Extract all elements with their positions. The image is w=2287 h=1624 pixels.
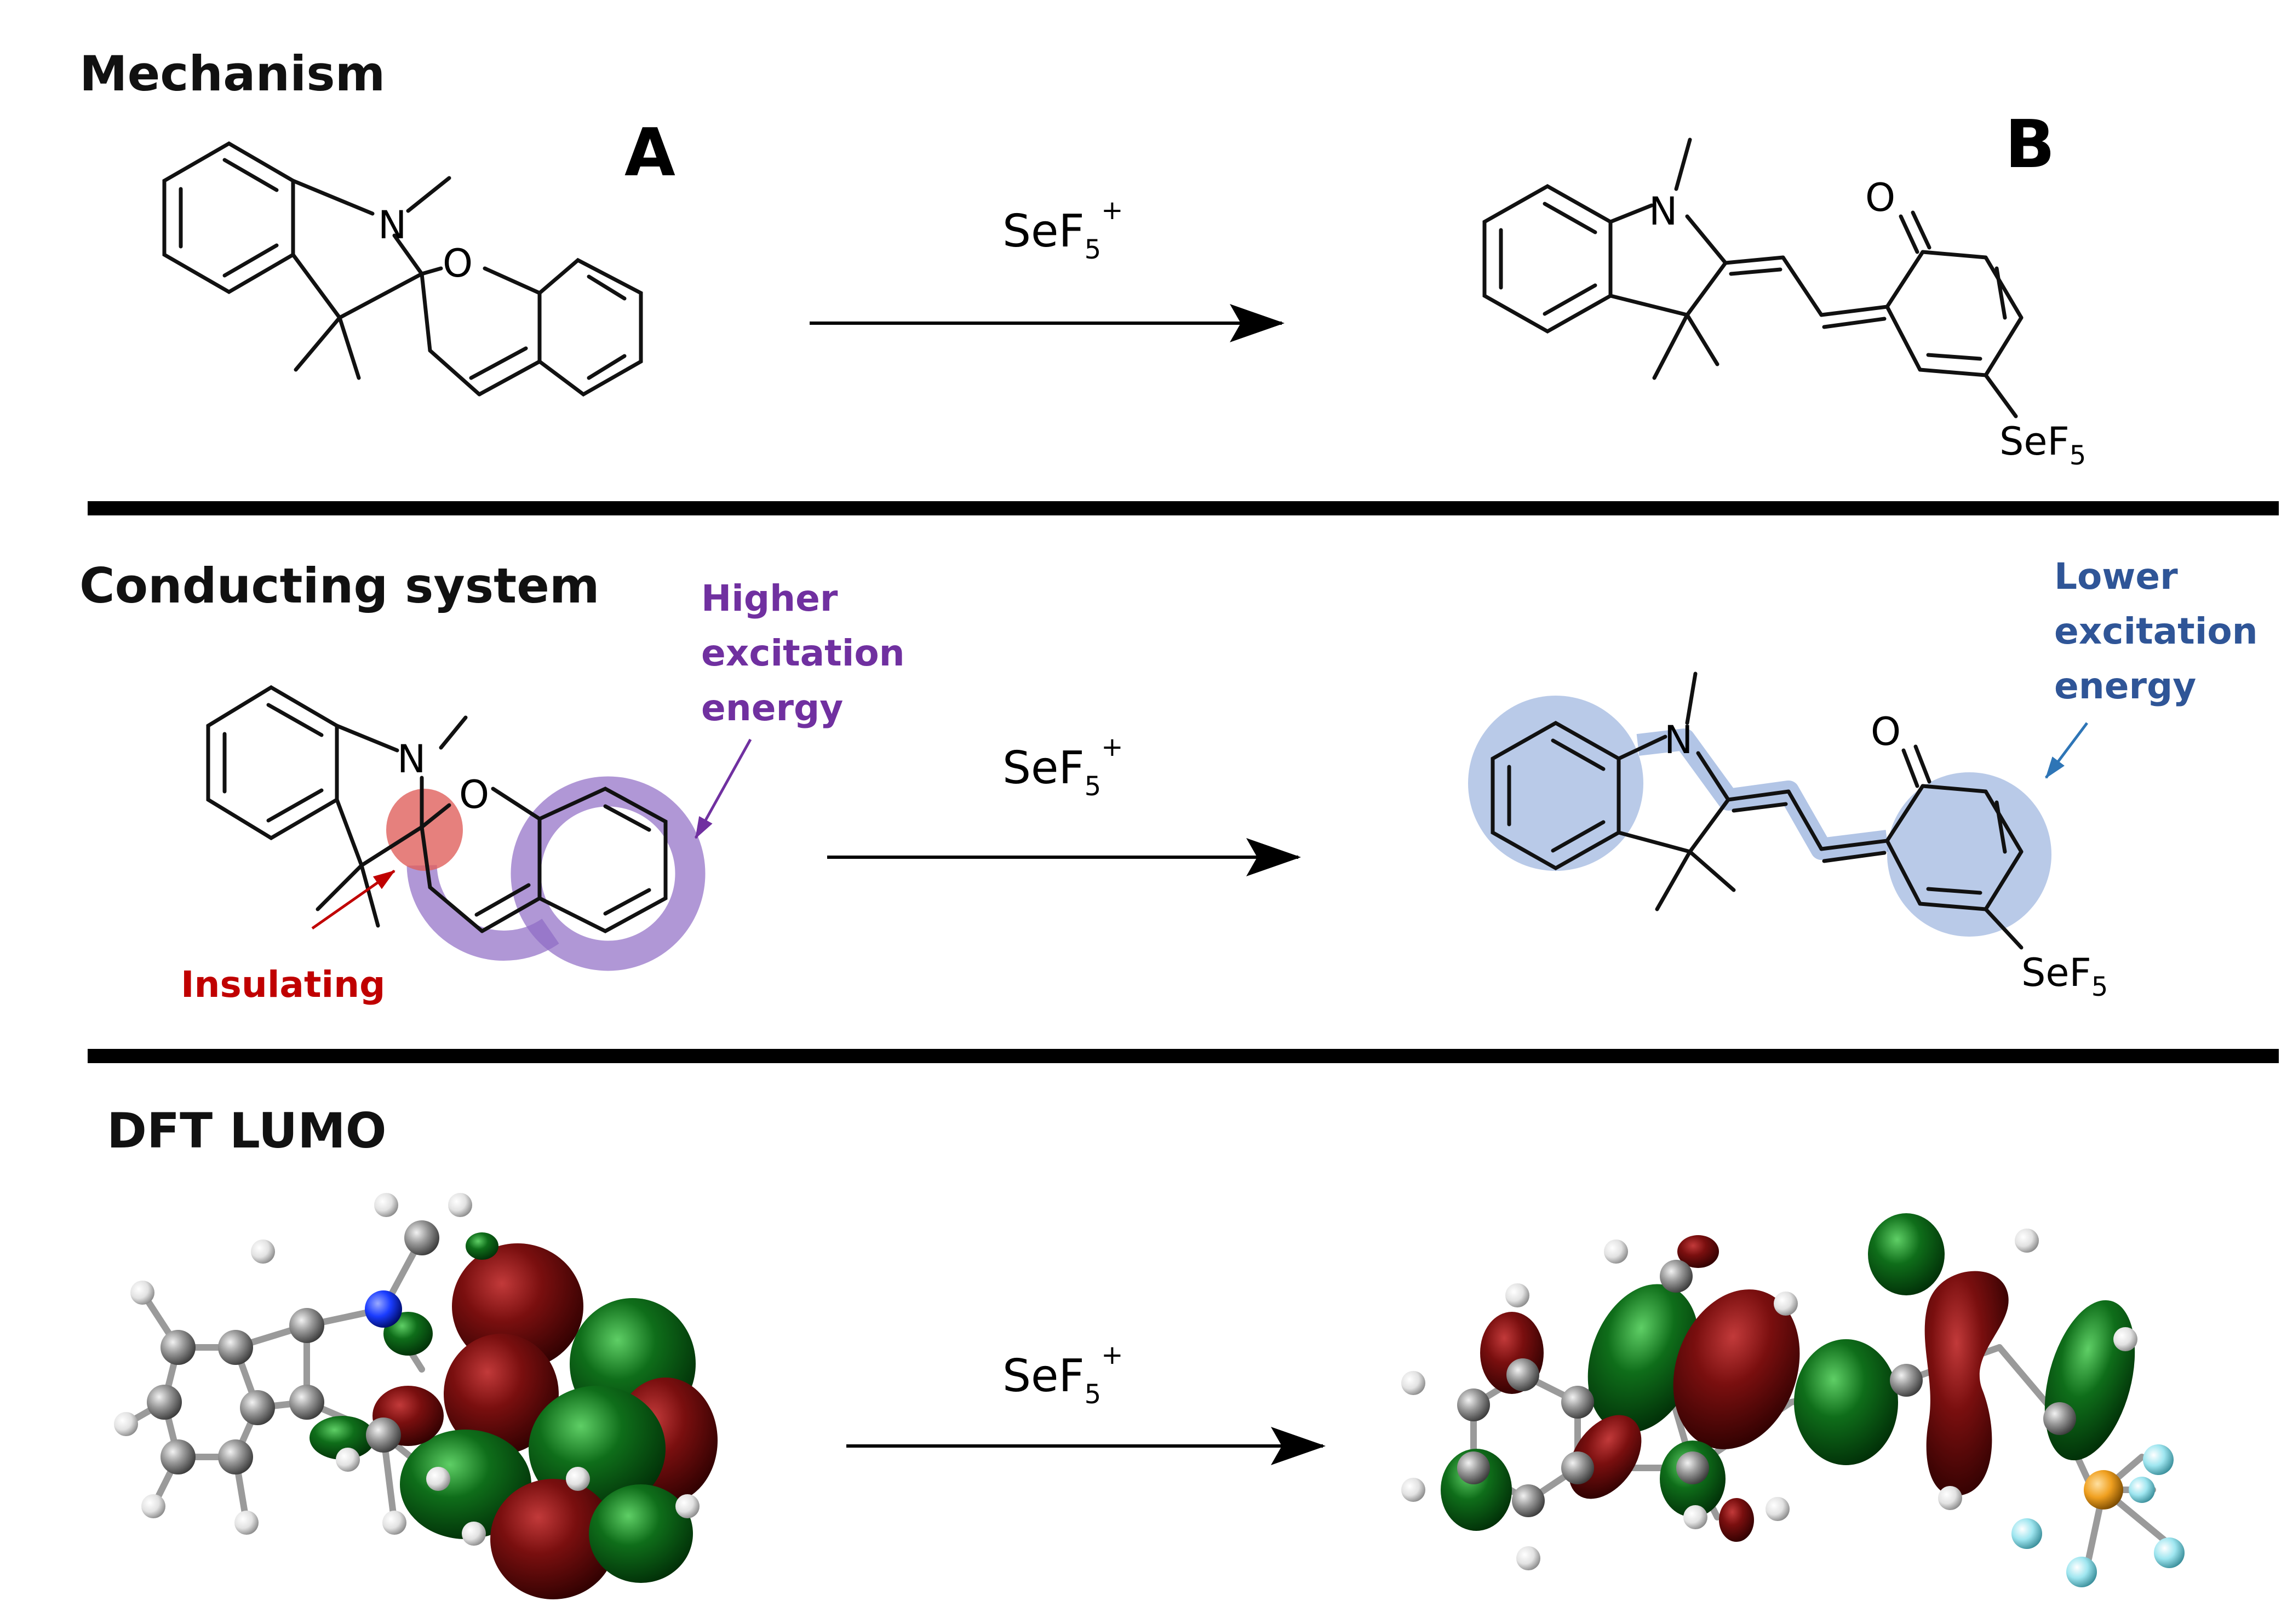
atom-o-a2: O bbox=[459, 772, 489, 817]
annotation-higher-line-3: energy bbox=[701, 687, 843, 729]
section-title-mechanism: Mechanism bbox=[79, 45, 385, 102]
reagent-sup-2: + bbox=[1101, 732, 1123, 762]
substituent-sef5-b2: SeF5 bbox=[2021, 950, 2108, 1002]
divider-1 bbox=[88, 501, 2279, 515]
lumo-a-model bbox=[114, 1193, 718, 1599]
atom-o-b2: O bbox=[1871, 709, 1901, 754]
substituent-sef5-b: SeF5 bbox=[1999, 419, 2086, 471]
annotation-lower: Lower excitation energy bbox=[2054, 555, 2271, 707]
reagent-sub-3: 5 bbox=[1085, 1379, 1102, 1410]
reagent-main-2: SeF bbox=[1002, 742, 1085, 794]
annotation-insulating-arrow bbox=[311, 869, 396, 930]
annotation-insulating: Insulating bbox=[181, 963, 385, 1006]
reagent-label-3: SeF5 + bbox=[1002, 1340, 1123, 1410]
atom-n-b2: N bbox=[1664, 718, 1693, 762]
section-title-dft: DFT LUMO bbox=[107, 1103, 387, 1159]
molecule-a-structure bbox=[162, 141, 643, 397]
section-title-conducting: Conducting system bbox=[79, 558, 600, 614]
highlight-blue-group bbox=[1468, 696, 2051, 937]
substituent-main-b: SeF bbox=[1999, 419, 2070, 464]
annotation-higher-line-1: Higher bbox=[701, 577, 838, 619]
divider-2 bbox=[88, 1049, 2279, 1063]
reagent-main-3: SeF bbox=[1002, 1350, 1085, 1402]
atom-n-b: N bbox=[1649, 189, 1677, 234]
annotation-higher-line-2: excitation bbox=[701, 632, 905, 674]
reagent-label-1: SeF5 + bbox=[1002, 195, 1123, 265]
atom-o-a: O bbox=[443, 241, 473, 286]
atom-n-a: N bbox=[378, 203, 406, 248]
reagent-sup-1: + bbox=[1101, 195, 1123, 226]
annotation-higher: Higher excitation energy bbox=[701, 577, 918, 729]
molecule-b2-structure bbox=[1491, 672, 2024, 950]
atom-o-b: O bbox=[1865, 175, 1895, 220]
molecule-b-structure bbox=[1482, 137, 2024, 418]
substituent-main-b2: SeF bbox=[2021, 950, 2091, 995]
label-a: A bbox=[624, 115, 675, 191]
molecule-a2-structure bbox=[206, 685, 668, 933]
reagent-sup-3: + bbox=[1101, 1340, 1123, 1370]
substituent-sub-b: 5 bbox=[2070, 440, 2087, 471]
annotation-lower-line-1: Lower bbox=[2054, 555, 2178, 598]
substituent-sub-b2: 5 bbox=[2091, 972, 2108, 1002]
annotation-lower-arrow bbox=[2045, 722, 2088, 779]
reagent-sub-2: 5 bbox=[1085, 771, 1102, 802]
lumo-b-model bbox=[1401, 1213, 2185, 1587]
label-b: B bbox=[2005, 107, 2055, 183]
annotation-lower-line-2: excitation bbox=[2054, 610, 2258, 652]
reagent-label-2: SeF5 + bbox=[1002, 732, 1123, 802]
reagent-main-1: SeF bbox=[1002, 205, 1085, 257]
annotation-higher-arrow bbox=[694, 738, 752, 839]
annotation-lower-line-3: energy bbox=[2054, 665, 2196, 707]
atom-n-a2: N bbox=[397, 737, 426, 782]
reagent-sub-1: 5 bbox=[1085, 234, 1102, 265]
